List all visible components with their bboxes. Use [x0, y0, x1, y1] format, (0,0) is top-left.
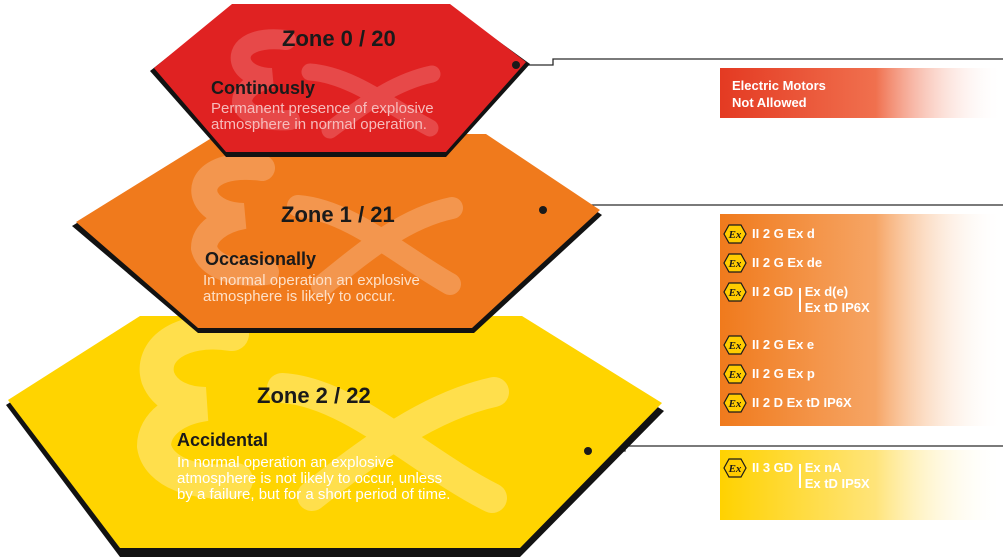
ex-hexagon-icon: Ex [723, 253, 747, 273]
ex-hexagon-icon: Ex [723, 458, 747, 478]
zone1-ex-watermark-icon [190, 153, 463, 297]
cert-sub-code: Ex tD IP5X [804, 476, 870, 491]
cert-code: II 3 GD [752, 460, 794, 475]
ex-hexagon-icon: Ex [723, 224, 747, 244]
cert-code: II 2 G Ex e [752, 337, 815, 352]
zone2-hexagon [8, 316, 662, 548]
zone2-description-line: atmosphere is not likely to occur, unles… [177, 470, 443, 487]
cert-item: Ex II 2 G Ex e [723, 335, 815, 355]
cert-sub-code: Ex nA [804, 460, 842, 475]
zone2-leader-dot [584, 447, 592, 455]
cert-code: II 2 G Ex d [752, 226, 815, 241]
panel-line: Electric Motors [732, 78, 826, 93]
cert-item: Ex II 3 GD Ex nA Ex tD IP5X [723, 458, 870, 491]
cert-sub-code: Ex d(e) [804, 284, 849, 299]
cert-item: Ex II 2 GD Ex d(e) Ex tD IP6X [723, 282, 870, 315]
svg-text:Ex: Ex [728, 398, 742, 410]
cert-divider [799, 288, 801, 312]
ex-hexagon-icon: Ex [723, 364, 747, 384]
zone2-description-line: In normal operation an explosive [177, 454, 394, 471]
zone1-title: Zone 1 / 21 [281, 202, 395, 227]
zone1-leader-dot [539, 206, 547, 214]
cert-sub-list: Ex nA Ex tD IP5X [805, 460, 870, 492]
cert-item: Ex II 2 G Ex p [723, 364, 815, 384]
zone0-leader-line [516, 58, 1003, 66]
cert-code: II 2 G Ex p [752, 366, 815, 381]
zone0-panel-bg [720, 68, 1003, 118]
zone1-leader-line [543, 204, 1003, 211]
zone1-description-line: atmosphere is likely to occur. [203, 288, 396, 305]
cert-item: Ex II 2 D Ex tD IP6X [723, 393, 852, 413]
cert-divider [799, 464, 801, 488]
zone2-panel-bg [720, 450, 1003, 520]
cert-item: Ex II 2 G Ex de [723, 253, 823, 273]
cert-sub-list: Ex d(e) Ex tD IP6X [805, 284, 870, 316]
cert-code: II 2 G Ex de [752, 255, 823, 270]
svg-text:Ex: Ex [728, 369, 742, 381]
ex-hexagon-icon: Ex [723, 393, 747, 413]
zone1-description-line: In normal operation an explosive [203, 272, 420, 289]
zone1-panel: Ex II 2 G Ex d Ex II 2 G Ex de Ex II 2 G… [720, 214, 1003, 426]
zone2-panel: Ex II 3 GD Ex nA Ex tD IP5X [720, 450, 1003, 520]
zone1-heading: Occasionally [205, 249, 317, 269]
svg-text:Ex: Ex [728, 258, 742, 270]
zone1-description: In normal operation an explosive atmosph… [203, 273, 420, 305]
svg-text:Ex: Ex [728, 340, 742, 352]
ex-hexagon-icon: Ex [723, 282, 747, 302]
zone2-description-line: by a failure, but for a short period of … [177, 486, 451, 503]
panel-line: Not Allowed [732, 95, 807, 110]
zone0-description-line: Permanent presence of explosive [211, 100, 434, 117]
zone0-description: Permanent presence of explosive atmosphe… [211, 101, 434, 133]
svg-text:Ex: Ex [728, 463, 742, 475]
zone0-heading: Continously [211, 78, 315, 98]
zone2-heading: Accidental [177, 430, 269, 450]
zone0-ex-watermark-icon [230, 29, 441, 139]
zone0-title: Zone 0 / 20 [282, 26, 396, 51]
cert-sub-code: Ex tD IP6X [804, 300, 870, 315]
svg-text:Ex: Ex [728, 287, 742, 299]
zone2-description: In normal operation an explosive atmosph… [177, 455, 450, 503]
cert-code: II 2 D Ex tD IP6X [752, 395, 852, 410]
ex-hexagon-icon: Ex [723, 335, 747, 355]
zone0-panel: Electric Motors Not Allowed [720, 68, 1003, 118]
cert-code: II 2 GD [752, 284, 794, 299]
cert-item: Ex II 2 G Ex d [723, 224, 815, 244]
zone0-panel-text: Electric Motors Not Allowed [732, 77, 826, 111]
zone2-ex-watermark-icon [136, 315, 509, 513]
zone0-leader-dot [512, 61, 520, 69]
zone0-description-line: atmosphere in normal operation. [211, 116, 427, 133]
zone1-panel-bg [720, 214, 1003, 426]
svg-text:Ex: Ex [728, 229, 742, 241]
zone2-title: Zone 2 / 22 [257, 383, 371, 408]
